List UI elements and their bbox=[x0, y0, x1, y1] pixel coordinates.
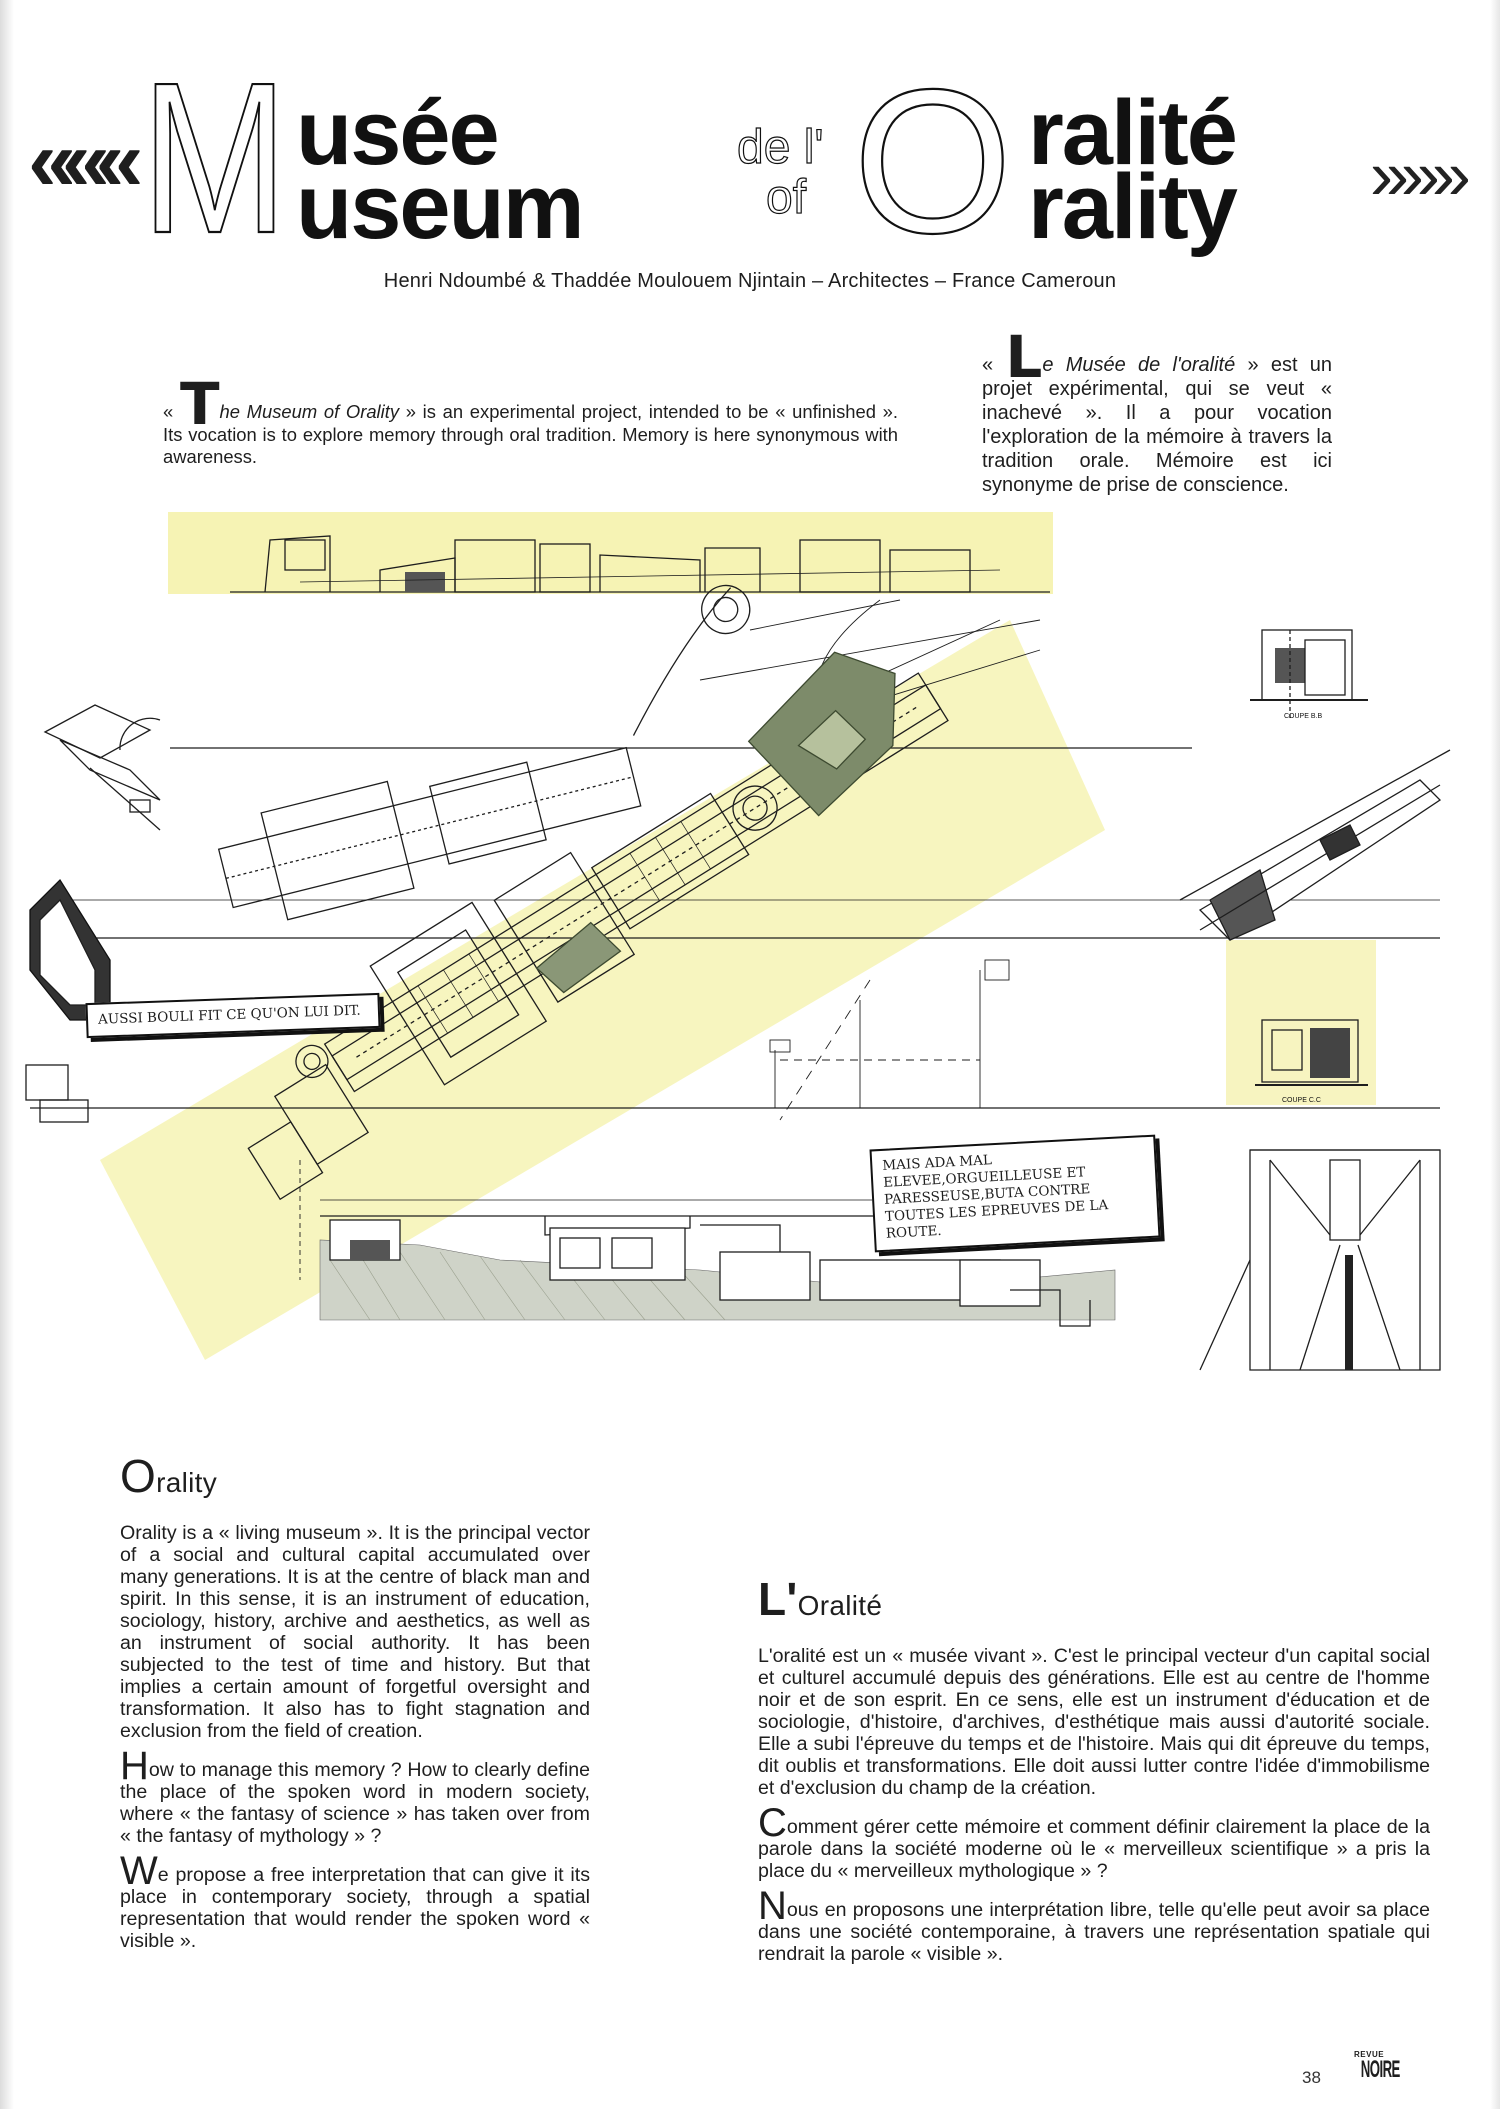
perspective-structure-right bbox=[1179, 749, 1451, 941]
page-number: 38 bbox=[1302, 2068, 1321, 2087]
intro-en-italic: he Museum of Orality bbox=[219, 401, 400, 422]
heading-orality-rest: rality bbox=[156, 1467, 218, 1498]
english-column: Orality Orality is a « living museum ». … bbox=[120, 1453, 590, 1962]
english-paragraph-3: We propose a free interpretation that ca… bbox=[120, 1851, 590, 1952]
label-coupe-cc: COUPE C.C bbox=[1282, 1097, 1321, 1104]
section-lower bbox=[319, 1199, 1120, 1327]
heading-oralite-cap: L' bbox=[758, 1573, 798, 1625]
page-edge-shadow bbox=[1490, 0, 1500, 2109]
french-p3-cap: N bbox=[758, 1884, 787, 1928]
intro-en-text: » is an experimental project, intended t… bbox=[163, 401, 898, 467]
perspective-corridor bbox=[1199, 1149, 1441, 1371]
english-p3-cap: W bbox=[120, 1849, 158, 1893]
title-musee: usée bbox=[296, 82, 498, 184]
heading-oralite-rest: Oralité bbox=[797, 1590, 883, 1621]
diagonal-plan-secondary bbox=[217, 584, 751, 921]
intro-french: « Le Musée de l'oralité » est un projet … bbox=[982, 328, 1332, 497]
french-p3-text: ous en proposons une interprétation libr… bbox=[758, 1899, 1430, 1965]
title-museum: useum bbox=[296, 156, 583, 258]
french-column: L'Oralité L'oralité est un « musée vivan… bbox=[758, 1576, 1430, 1975]
logo-revue: REVUE bbox=[1354, 2050, 1385, 2059]
english-p2-text: ow to manage this memory ? How to clearl… bbox=[120, 1759, 590, 1847]
title-ralite: ralité bbox=[1028, 82, 1236, 184]
french-p2-text: omment gérer cette mémoire et comment dé… bbox=[758, 1816, 1430, 1882]
perspective-wall-left bbox=[25, 878, 111, 1123]
highlight-band-diagonal bbox=[100, 620, 1105, 1360]
coupe-cc-section bbox=[1255, 1019, 1368, 1086]
logo-noire: NOIRE bbox=[1360, 2056, 1401, 2083]
heading-oralite: L'Oralité bbox=[758, 1576, 1430, 1622]
english-p2-cap: H bbox=[120, 1744, 149, 1788]
callout-ada: MAIS ADA MAL ELEVEE,ORGUEILLEUSE ET PARE… bbox=[869, 1134, 1161, 1253]
french-paragraph-3: Nous en proposons une interprétation lib… bbox=[758, 1886, 1430, 1965]
dashed-guides bbox=[299, 959, 1010, 1280]
french-p2-cap: C bbox=[758, 1801, 787, 1845]
title-big-o: O bbox=[853, 47, 1012, 270]
title-big-m: M bbox=[141, 37, 288, 270]
heading-orality: Orality bbox=[120, 1453, 590, 1499]
intro-fr-text: » est un projet expérimental, qui se veu… bbox=[982, 354, 1332, 496]
title-block: ««« M usée useum de l' of O ralité ralit… bbox=[0, 0, 1500, 270]
title-of: of bbox=[766, 171, 807, 224]
intro-fr-open-quote: « bbox=[982, 354, 994, 376]
heading-orality-cap: O bbox=[120, 1450, 157, 1502]
english-p3-text: e propose a free interpretation that can… bbox=[120, 1864, 590, 1952]
intro-english: « The Museum of Orality » is an experime… bbox=[163, 375, 898, 468]
english-paragraph-2: How to manage this memory ? How to clear… bbox=[120, 1746, 590, 1847]
perspective-block-left bbox=[43, 704, 161, 831]
authors-subtitle: Henri Ndoumbé & Thaddée Moulouem Njintai… bbox=[383, 270, 1117, 292]
highlight-band-coupe-cc bbox=[1226, 940, 1376, 1105]
label-coupe-bb: COUPE B.B bbox=[1284, 713, 1322, 720]
highlight-band-top bbox=[168, 512, 1053, 594]
title-right-guillemets: »»» bbox=[1370, 136, 1471, 214]
title-rality: rality bbox=[1028, 156, 1238, 258]
french-paragraph-1: L'oralité est un « musée vivant ». C'est… bbox=[758, 1645, 1430, 1799]
title-left-guillemets: ««« bbox=[28, 113, 143, 209]
coupe-bb-section bbox=[1250, 629, 1368, 720]
intro-en-open-quote: « bbox=[163, 401, 174, 422]
intro-fr-italic: e Musée de l'oralité bbox=[1042, 354, 1236, 376]
architectural-drawing: COUPE B.B COUPE C.C bbox=[25, 512, 1451, 1371]
revue-noire-logo: REVUE NOIRE bbox=[1354, 2050, 1401, 2083]
elevation-top bbox=[230, 535, 1050, 593]
title-graphic: M usée useum de l' of O ralité rality bbox=[140, 36, 1240, 270]
diagonal-plan bbox=[247, 651, 949, 1201]
french-paragraph-2: Comment gérer cette mémoire et comment d… bbox=[758, 1803, 1430, 1882]
title-de: de l' bbox=[737, 121, 824, 174]
english-paragraph-1: Orality is a « living museum ». It is th… bbox=[120, 1522, 590, 1742]
page-fold-shadow bbox=[0, 0, 14, 2109]
